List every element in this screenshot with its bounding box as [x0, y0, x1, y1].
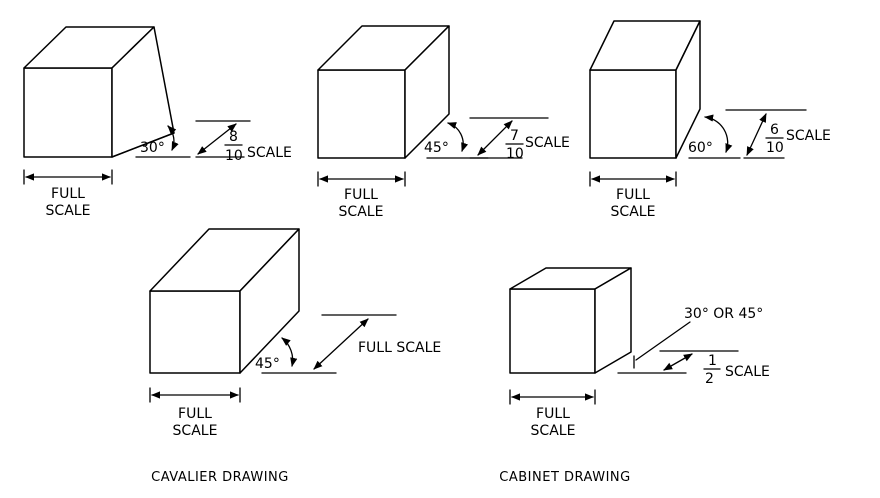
depth-label: FULL SCALE: [358, 340, 441, 356]
cavalier-diagram: 45° FULL SCALE FULL SCALE CAVALIER DRAWI…: [149, 228, 441, 485]
scale-word: SCALE: [525, 135, 570, 151]
angle-arc: [704, 114, 733, 153]
angle-arc: [281, 337, 298, 367]
receding-edge: [111, 132, 175, 158]
angle-label: 60°: [688, 140, 713, 156]
scale-numerator: 6: [770, 122, 779, 138]
angle-label: 45°: [424, 140, 449, 156]
angle-arc: [447, 122, 469, 152]
scale-word: SCALE: [247, 145, 292, 161]
depth-dimension-arrow: [477, 120, 513, 156]
angle-label: 30° OR 45°: [684, 306, 763, 322]
cavalier-box: [149, 228, 300, 374]
oblique-60-diagram: 60° 6 10 SCALE FULL SCALE: [589, 20, 831, 220]
depth-dimension-arrow: [313, 318, 369, 370]
cabinet-box: [509, 267, 632, 374]
width-label-line2: SCALE: [531, 423, 576, 439]
scale-denominator: 10: [225, 148, 243, 164]
scale-denominator: 10: [766, 140, 784, 156]
box-60: [589, 20, 701, 159]
oblique-30-diagram: 30° 8 10 SCALE FULL SCALE: [23, 26, 292, 219]
angle-leader: [635, 321, 691, 361]
width-label-line2: SCALE: [339, 204, 384, 220]
scale-denominator: 10: [506, 146, 524, 162]
oblique-45-diagram: 45° 7 10 SCALE FULL SCALE: [317, 25, 570, 220]
width-label-line1: FULL: [616, 187, 650, 203]
scale-numerator: 1: [708, 353, 717, 369]
angle-arc: [167, 125, 179, 151]
box-45: [317, 25, 450, 159]
cavalier-caption: CAVALIER DRAWING: [151, 470, 289, 485]
scale-denominator: 2: [705, 371, 714, 387]
width-label-line2: SCALE: [46, 203, 91, 219]
width-label-line1: FULL: [51, 186, 85, 202]
cabinet-caption: CABINET DRAWING: [499, 470, 630, 485]
width-label-line1: FULL: [178, 406, 212, 422]
scale-word: SCALE: [786, 128, 831, 144]
width-label-line2: SCALE: [611, 204, 656, 220]
width-label-line1: FULL: [536, 406, 570, 422]
angle-label: 45°: [255, 356, 280, 372]
scale-numerator: 7: [510, 128, 519, 144]
depth-dimension-arrow: [663, 353, 693, 371]
scale-numerator: 8: [229, 129, 238, 145]
cabinet-diagram: 30° OR 45° 1 2 SCALE FULL SCALE CABINET …: [499, 267, 770, 485]
width-label-line2: SCALE: [173, 423, 218, 439]
depth-dimension-arrow: [197, 123, 237, 155]
angle-label: 30°: [140, 140, 165, 156]
scale-word: SCALE: [725, 364, 770, 380]
width-label-line1: FULL: [344, 187, 378, 203]
depth-dimension-arrow: [746, 113, 767, 156]
box-30: [23, 26, 175, 158]
